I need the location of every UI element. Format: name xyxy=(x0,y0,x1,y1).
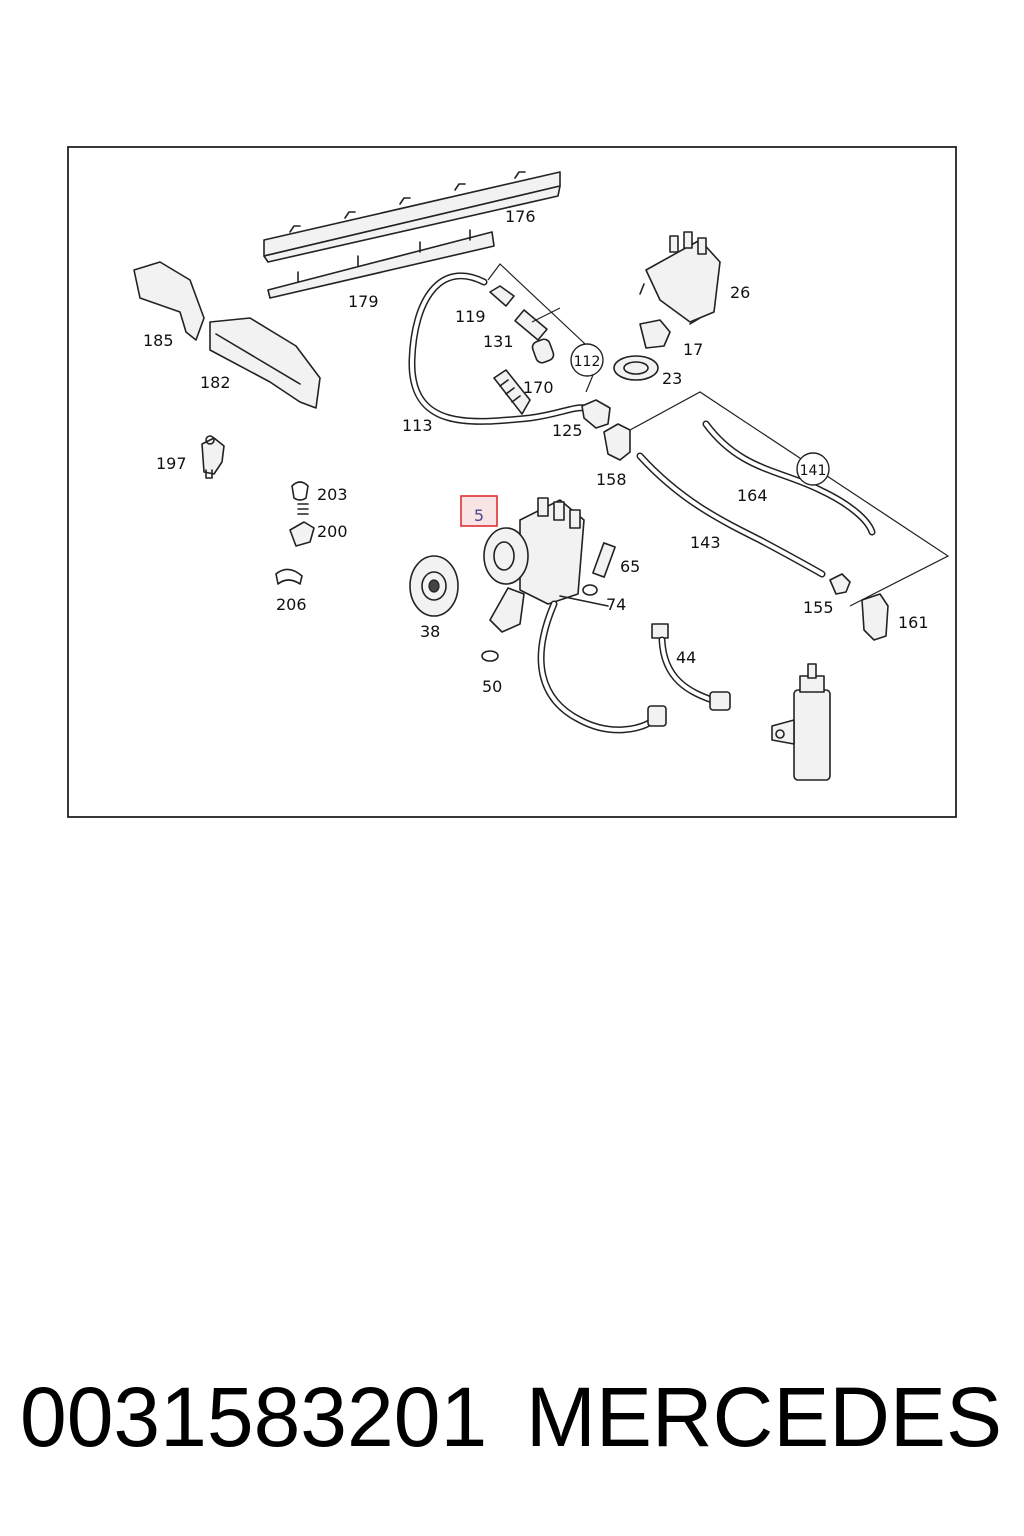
part-170-sparkplug xyxy=(493,369,531,415)
label-125: 125 xyxy=(552,421,583,440)
label-131: 131 xyxy=(483,332,514,351)
part-number: 0031583201 xyxy=(20,1370,488,1464)
part-158-plug xyxy=(603,423,631,461)
label-164: 164 xyxy=(737,486,768,505)
part-155-connector xyxy=(829,573,851,595)
label-197: 197 xyxy=(156,454,187,473)
part-113-hose xyxy=(408,272,590,425)
label-50: 50 xyxy=(482,677,502,696)
brand-name: MERCEDES xyxy=(525,1370,1002,1464)
label-26: 26 xyxy=(730,283,750,302)
callout-circle-112 xyxy=(570,343,604,377)
label-23: 23 xyxy=(662,369,682,388)
part-23-seal xyxy=(613,355,659,381)
diagram-frame xyxy=(67,146,957,818)
part-5-distributor xyxy=(483,497,609,633)
label-206: 206 xyxy=(276,595,307,614)
label-38: 38 xyxy=(420,622,440,641)
label-44: 44 xyxy=(676,648,696,667)
part-125-plug xyxy=(581,399,611,429)
part-119-fitting xyxy=(489,285,515,307)
part-182-cover xyxy=(209,317,321,409)
label-176: 176 xyxy=(505,207,536,226)
label-74: 74 xyxy=(606,595,626,614)
footer: 0031583201 MERCEDES xyxy=(0,1362,1024,1472)
label-185: 185 xyxy=(143,331,174,350)
part-197-clip xyxy=(201,435,225,479)
part-200-spring xyxy=(289,503,315,547)
part-179-rail xyxy=(267,229,495,299)
label-182: 182 xyxy=(200,373,231,392)
part-17-rotor xyxy=(639,319,671,349)
part-74-washer xyxy=(582,584,598,596)
part-203-clip xyxy=(291,481,309,501)
part-65-bolt xyxy=(592,542,616,578)
label-113: 113 xyxy=(402,416,433,435)
label-161: 161 xyxy=(898,613,929,632)
label-141: 141 xyxy=(800,463,827,479)
part-38-flange xyxy=(409,555,459,617)
label-200: 200 xyxy=(317,522,348,541)
label-179: 179 xyxy=(348,292,379,311)
label-119: 119 xyxy=(455,307,486,326)
part-ignition-coil xyxy=(771,663,831,781)
highlight-box-5 xyxy=(460,495,498,527)
part-176-rail xyxy=(263,171,561,263)
part-206-clamp xyxy=(275,568,303,585)
part-26-cap xyxy=(639,231,721,325)
label-158: 158 xyxy=(596,470,627,489)
part-131-injector xyxy=(514,309,555,364)
label-143: 143 xyxy=(690,533,721,552)
leader-141 xyxy=(629,391,950,607)
label-17: 17 xyxy=(683,340,703,359)
part-161-plug xyxy=(861,593,889,641)
part-44-sensor xyxy=(651,623,731,711)
part-185-cover xyxy=(133,261,205,341)
label-5: 5 xyxy=(474,506,484,525)
label-170: 170 xyxy=(523,378,554,397)
part-50-oring xyxy=(481,650,499,662)
part-164-hose xyxy=(702,420,876,536)
callout-circle-141 xyxy=(796,452,830,486)
part-143-hose xyxy=(636,452,826,578)
label-203: 203 xyxy=(317,485,348,504)
label-65: 65 xyxy=(620,557,640,576)
distributor-cable xyxy=(537,600,667,734)
label-112: 112 xyxy=(574,354,601,370)
label-155: 155 xyxy=(803,598,834,617)
